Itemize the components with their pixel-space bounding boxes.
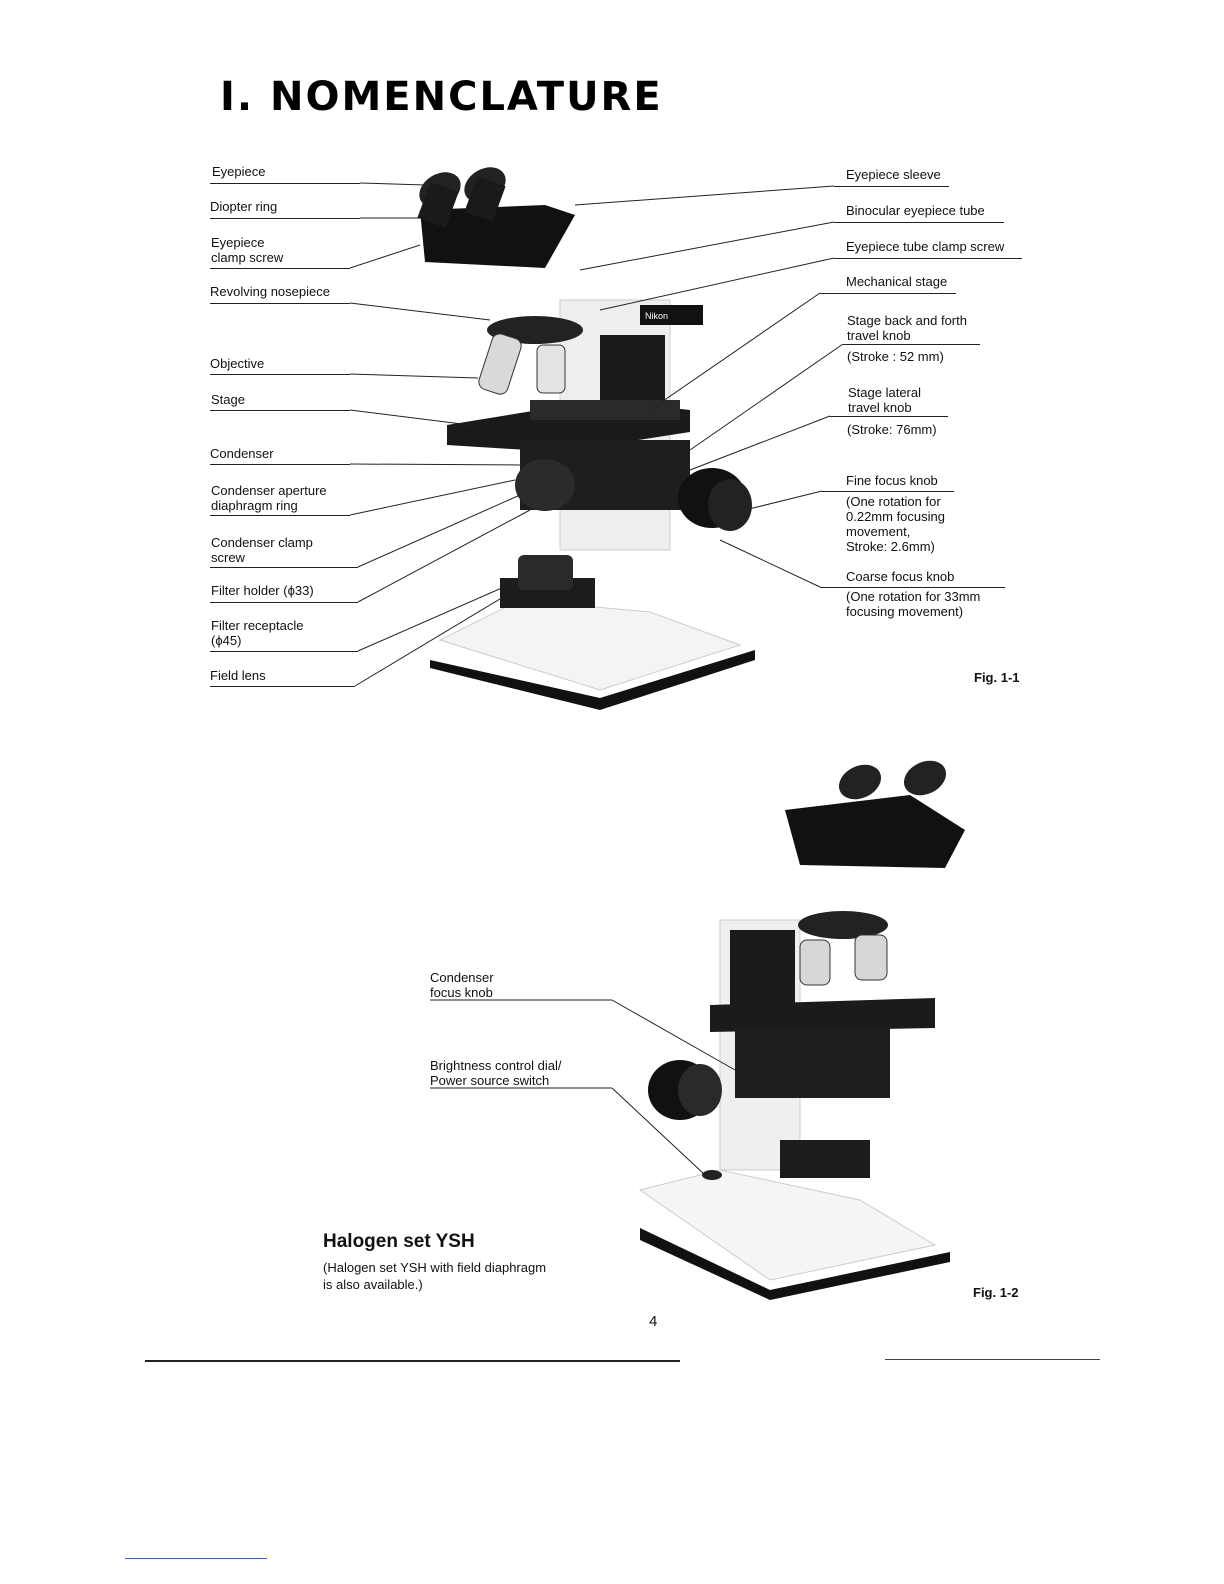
label-revolving-nosepiece: Revolving nosepiece: [210, 284, 330, 299]
label-condenser: Condenser: [210, 446, 274, 461]
leader-line: [210, 374, 350, 375]
label-filter-holder: Filter holder (ϕ33): [211, 583, 314, 598]
label-stroke-76: (Stroke: 76mm): [847, 422, 937, 437]
leader-line: [210, 268, 350, 269]
halogen-set-note: (Halogen set YSH with field diaphragm is…: [323, 1260, 547, 1292]
label-objective: Objective: [210, 356, 265, 371]
leader-line: [834, 186, 949, 187]
leader-line: [834, 258, 1022, 259]
leader-line: [210, 686, 355, 687]
leader-line: [820, 587, 1005, 588]
label-stage: Stage: [211, 392, 245, 407]
label-mechanical-stage: Mechanical stage: [846, 274, 948, 289]
leader-line: [820, 293, 956, 294]
label-condenser-clamp-screw: Condenser clamp screw: [211, 535, 313, 565]
leader-line: [210, 303, 350, 304]
label-eyepiece-tube-clamp-screw: Eyepiece tube clamp screw: [846, 239, 1005, 254]
leader-line: [843, 344, 980, 345]
footer-rule-left: [145, 1360, 680, 1362]
label-stroke-52: (Stroke : 52 mm): [847, 349, 944, 364]
label-diopter-ring: Diopter ring: [210, 199, 278, 214]
label-condenser-focus-knob: Condenser focus knob: [430, 970, 494, 1000]
edge-mark: [125, 1558, 267, 1559]
leader-line: [210, 183, 360, 184]
figure-caption-1: Fig. 1-1: [974, 670, 1020, 685]
footer-rule-right: [885, 1359, 1100, 1360]
leader-line: [210, 464, 350, 465]
label-eyepiece-clamp-screw: Eyepiece clamp screw: [211, 235, 284, 265]
label-brightness-control-dial: Brightness control dial/ Power source sw…: [430, 1058, 562, 1088]
label-binocular-eyepiece-tube: Binocular eyepiece tube: [846, 203, 985, 218]
label-field-lens: Field lens: [210, 668, 266, 683]
label-coarse-focus-note: (One rotation for 33mm focusing movement…: [846, 589, 981, 619]
leader-line: [210, 218, 360, 219]
leader-line: [830, 416, 948, 417]
label-fine-focus-knob: Fine focus knob: [846, 473, 938, 488]
label-stage-lateral-knob: Stage lateral travel knob: [848, 385, 921, 415]
figure-caption-2: Fig. 1-2: [973, 1285, 1019, 1300]
label-condenser-aperture-diaphragm-ring: Condenser aperture diaphragm ring: [211, 483, 327, 513]
halogen-set-title: Halogen set YSH: [323, 1231, 475, 1252]
label-eyepiece: Eyepiece: [212, 164, 266, 179]
leader-line: [210, 567, 358, 568]
leader-line: [210, 602, 358, 603]
page-number: 4: [649, 1313, 658, 1330]
leader-line: [834, 222, 1004, 223]
leader-line: [210, 651, 358, 652]
leader-line: [210, 515, 350, 516]
label-filter-receptacle: Filter receptacle (ϕ45): [211, 618, 304, 648]
page-title: I. NOMENCLATURE: [220, 74, 663, 120]
label-fine-focus-note: (One rotation for 0.22mm focusing moveme…: [846, 494, 945, 554]
label-eyepiece-sleeve: Eyepiece sleeve: [846, 167, 941, 182]
leader-line: [210, 410, 350, 411]
label-coarse-focus-knob: Coarse focus knob: [846, 569, 955, 584]
leader-line: [822, 491, 954, 492]
label-stage-back-forth-knob: Stage back and forth travel knob: [847, 313, 967, 343]
